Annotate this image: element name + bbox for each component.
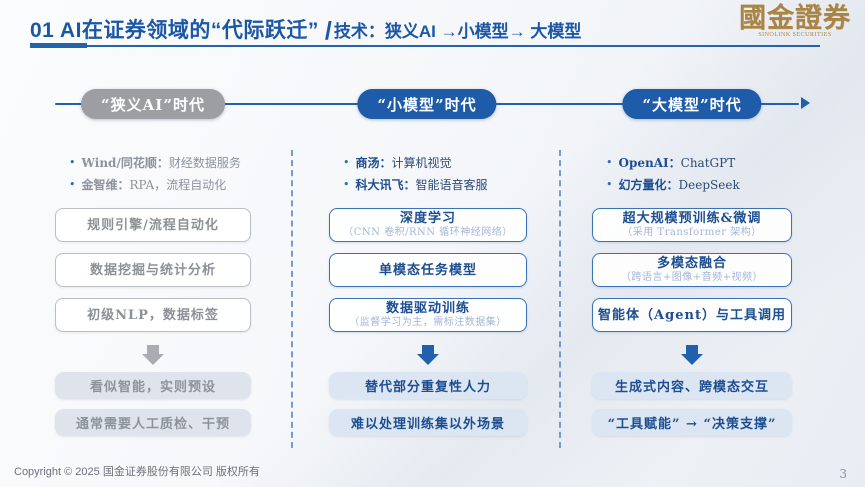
logo-chinese-text: 國金證券 xyxy=(739,3,851,34)
company-examples: •OpenAI：ChatGPT •幻方量化：DeepSeek xyxy=(592,146,792,208)
bullet-item: •商汤：计算机视觉 xyxy=(343,156,452,170)
capability-box: 超大规模预训练&微调 （采用 Transformer 架构） xyxy=(592,208,792,242)
bullet-dot-icon: • xyxy=(606,156,613,169)
era-pill-small-model: “小模型”时代 xyxy=(357,89,497,119)
title-underline xyxy=(30,43,820,48)
bullet-dot-icon: • xyxy=(343,156,350,169)
capability-box: 深度学习 （CNN 卷积/RNN 循环神经网络） xyxy=(329,208,527,242)
bullet-item: •Wind/同花顺：财经数据服务 xyxy=(69,156,241,170)
title-subtitle: 技术：狭义AI →小模型→ 大模型 xyxy=(333,22,582,41)
era-timeline: “狭义AI”时代 “小模型”时代 “大模型”时代 xyxy=(55,88,810,120)
down-arrow-icon xyxy=(417,345,439,365)
title-separator: / xyxy=(324,17,332,45)
bullet-dot-icon: • xyxy=(69,156,76,169)
column-large-model: •OpenAI：ChatGPT •幻方量化：DeepSeek 超大规模预训练&微… xyxy=(592,146,792,446)
bullet-dot-icon: • xyxy=(606,178,613,191)
capability-box: 智能体（Agent）与工具调用 xyxy=(592,298,792,332)
capability-box: 多模态融合 （跨语言+图像+音频+视频） xyxy=(592,253,792,287)
outcome-pill: 替代部分重复性人力 xyxy=(329,372,527,399)
logo-english-text: SINOLINK SECURITIES xyxy=(758,32,832,38)
capability-box: 单模态任务模型 xyxy=(329,253,527,287)
column-divider xyxy=(291,150,293,448)
title-underline-thick xyxy=(30,43,87,48)
page-title: 01 AI在证券领域的“代际跃迁”/技术：狭义AI →小模型→ 大模型 xyxy=(30,14,581,46)
era-pill-large-model: “大模型”时代 xyxy=(622,89,762,119)
outcome-pill: 难以处理训练集以外场景 xyxy=(329,409,527,436)
bullet-item: •金智维：RPA，流程自动化 xyxy=(69,178,227,192)
down-arrow-icon xyxy=(681,345,703,365)
title-main: 01 AI在证券领域的“代际跃迁” xyxy=(30,19,319,42)
down-arrow-icon xyxy=(142,345,164,365)
column-small-model: •商汤：计算机视觉 •科大讯飞：智能语音客服 深度学习 （CNN 卷积/RNN … xyxy=(329,146,527,446)
title-underline-thin xyxy=(30,44,820,47)
column-divider xyxy=(559,150,561,448)
bullet-item: •幻方量化：DeepSeek xyxy=(606,178,740,192)
page-number: 3 xyxy=(839,467,847,481)
company-examples: •商汤：计算机视觉 •科大讯飞：智能语音客服 xyxy=(329,146,527,208)
capability-box: 初级NLP，数据标签 xyxy=(55,298,251,332)
bullet-item: •科大讯飞：智能语音客服 xyxy=(343,178,488,192)
capability-box: 规则引擎/流程自动化 xyxy=(55,208,251,242)
sinolink-logo: 國金證券 SINOLINK SECURITIES xyxy=(739,3,851,39)
company-examples: •Wind/同花顺：财经数据服务 •金智维：RPA，流程自动化 xyxy=(55,146,251,208)
capability-box: 数据驱动训练 （监督学习为主，需标注数据集） xyxy=(329,298,527,332)
outcome-pill: 生成式内容、跨模态交互 xyxy=(592,372,792,399)
bullet-dot-icon: • xyxy=(69,178,76,191)
bullet-dot-icon: • xyxy=(343,178,350,191)
column-narrow-ai: •Wind/同花顺：财经数据服务 •金智维：RPA，流程自动化 规则引擎/流程自… xyxy=(55,146,251,446)
timeline-arrowhead-icon xyxy=(801,97,810,109)
outcome-pill: 看似智能，实则预设 xyxy=(55,372,251,399)
copyright-text: Copyright © 2025 国金证券股份有限公司 版权所有 xyxy=(14,466,260,478)
capability-box: 数据挖掘与统计分析 xyxy=(55,253,251,287)
outcome-pill: “工具赋能” → “决策支撑” xyxy=(592,409,792,436)
era-pill-narrow-ai: “狭义AI”时代 xyxy=(81,89,225,119)
bullet-item: •OpenAI：ChatGPT xyxy=(606,156,736,170)
outcome-pill: 通常需要人工质检、干预 xyxy=(55,409,251,436)
